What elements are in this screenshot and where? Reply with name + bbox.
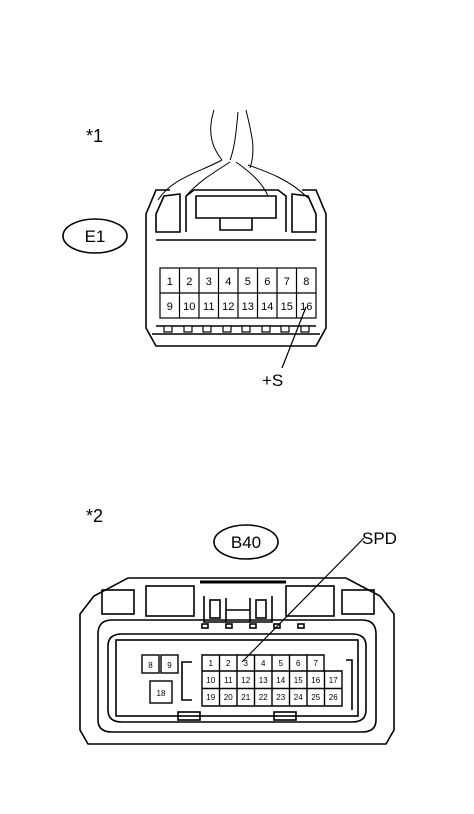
e1-terminal-leader [281, 306, 307, 369]
b40-pin: 9 [167, 661, 172, 670]
pin-number: 13 [242, 301, 254, 313]
pin-number: 5 [279, 659, 284, 668]
pin-number: 3 [244, 659, 249, 668]
b40-pin: 18 [157, 689, 166, 698]
b40-terminal-label: SPD [362, 529, 397, 548]
pin-number: 7 [314, 659, 319, 668]
pin-number: 14 [261, 301, 273, 313]
pin-number: 16 [311, 676, 320, 685]
e1-connector-tag [62, 218, 128, 254]
pin-number: 16 [300, 301, 312, 313]
e1-pin-grid [159, 267, 317, 319]
pin-number: 10 [183, 301, 195, 313]
b40-pin-row-1: 1 2 3 4 5 6 7 [209, 659, 319, 668]
b40-terminal-leader [241, 537, 365, 663]
b40-pin-row-3: 19 20 21 22 23 24 25 26 [206, 693, 338, 702]
e1-bottom-teeth [163, 325, 310, 333]
pin-number: 19 [206, 693, 215, 702]
b40-left-block [141, 654, 179, 704]
pin-number: 23 [276, 693, 285, 702]
pin-number: 5 [245, 276, 251, 288]
pin-number: 11 [203, 301, 214, 313]
pin-number: 2 [226, 659, 231, 668]
pin-number: 3 [206, 276, 212, 288]
pin-number: 17 [329, 676, 338, 685]
pin-number: 6 [264, 276, 270, 288]
e1-pin-row-2: 9 10 11 12 13 14 15 16 [167, 301, 313, 313]
pin-number: 26 [329, 693, 338, 702]
pin-number: 22 [259, 693, 268, 702]
figure-2-marker: *2 [86, 506, 103, 526]
b40-connector-tag [213, 524, 279, 560]
pin-number: 11 [224, 676, 233, 685]
b40-connector-id: B40 [231, 533, 261, 552]
pin-number: 4 [225, 276, 231, 288]
pin-number: 14 [276, 676, 285, 685]
pin-number: 21 [241, 693, 250, 702]
pin-number: 8 [303, 276, 309, 288]
pin-number: 24 [294, 693, 303, 702]
pin-number: 10 [206, 676, 215, 685]
e1-wire-harness [157, 109, 309, 201]
e1-terminal-label: +S [262, 371, 283, 390]
pin-number: 20 [224, 693, 233, 702]
pin-number: 15 [281, 301, 293, 313]
e1-pin-row-1: 1 2 3 4 5 6 7 8 [167, 276, 310, 288]
pin-number: 6 [296, 659, 301, 668]
b40-pin-grid [201, 654, 343, 707]
pin-number: 12 [222, 301, 234, 313]
b40-connector-body [79, 577, 395, 745]
b40-pin: 8 [148, 661, 153, 670]
pin-number: 7 [284, 276, 290, 288]
pin-number: 25 [311, 693, 320, 702]
e1-connector-id: E1 [85, 227, 106, 246]
pin-number: 4 [261, 659, 266, 668]
pin-number: 13 [259, 676, 268, 685]
pin-number: 15 [294, 676, 303, 685]
b40-pin-row-2: 10 11 12 13 14 15 16 17 [206, 676, 338, 685]
figure-1-marker: *1 [86, 126, 103, 146]
pin-number: 1 [167, 276, 173, 288]
pin-number: 9 [167, 301, 173, 313]
pin-number: 12 [241, 676, 250, 685]
pin-number: 1 [209, 659, 214, 668]
pin-number: 2 [186, 276, 192, 288]
